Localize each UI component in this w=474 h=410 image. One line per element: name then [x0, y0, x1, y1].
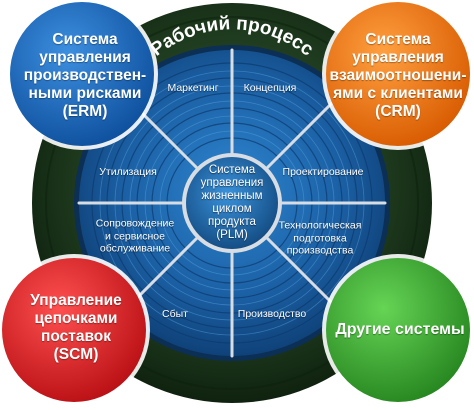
segment-production-preparation: Технологическая подготовка производства [278, 219, 362, 257]
other-systems-label: Другие системы [335, 321, 465, 338]
segment-design: Проектирование [282, 165, 364, 178]
segment-concept: Концепция [243, 81, 297, 94]
segment-production: Производство [237, 307, 307, 320]
wheel-spokes [77, 48, 387, 358]
erm-circle [10, 2, 154, 146]
plm-hub [186, 157, 278, 249]
scm-circle [2, 258, 146, 402]
other-systems-circle [326, 258, 470, 402]
erm-label: Система управления производствен- ными р… [23, 31, 147, 120]
scm-label: Управление цепочками поставок (SCM) [30, 292, 122, 363]
plm-label: Система управления жизненным циклом прод… [200, 164, 264, 241]
segment-sales: Сбыт [162, 307, 188, 320]
crm-label: Система управления взаимоотношени- ями с… [329, 31, 467, 120]
segment-disposal: Утилизация [99, 165, 157, 178]
segment-marketing: Маркетинг [167, 81, 219, 94]
segment-service: Сопровождение и сервисное обслуживание [95, 217, 175, 255]
crm-circle [326, 2, 470, 146]
